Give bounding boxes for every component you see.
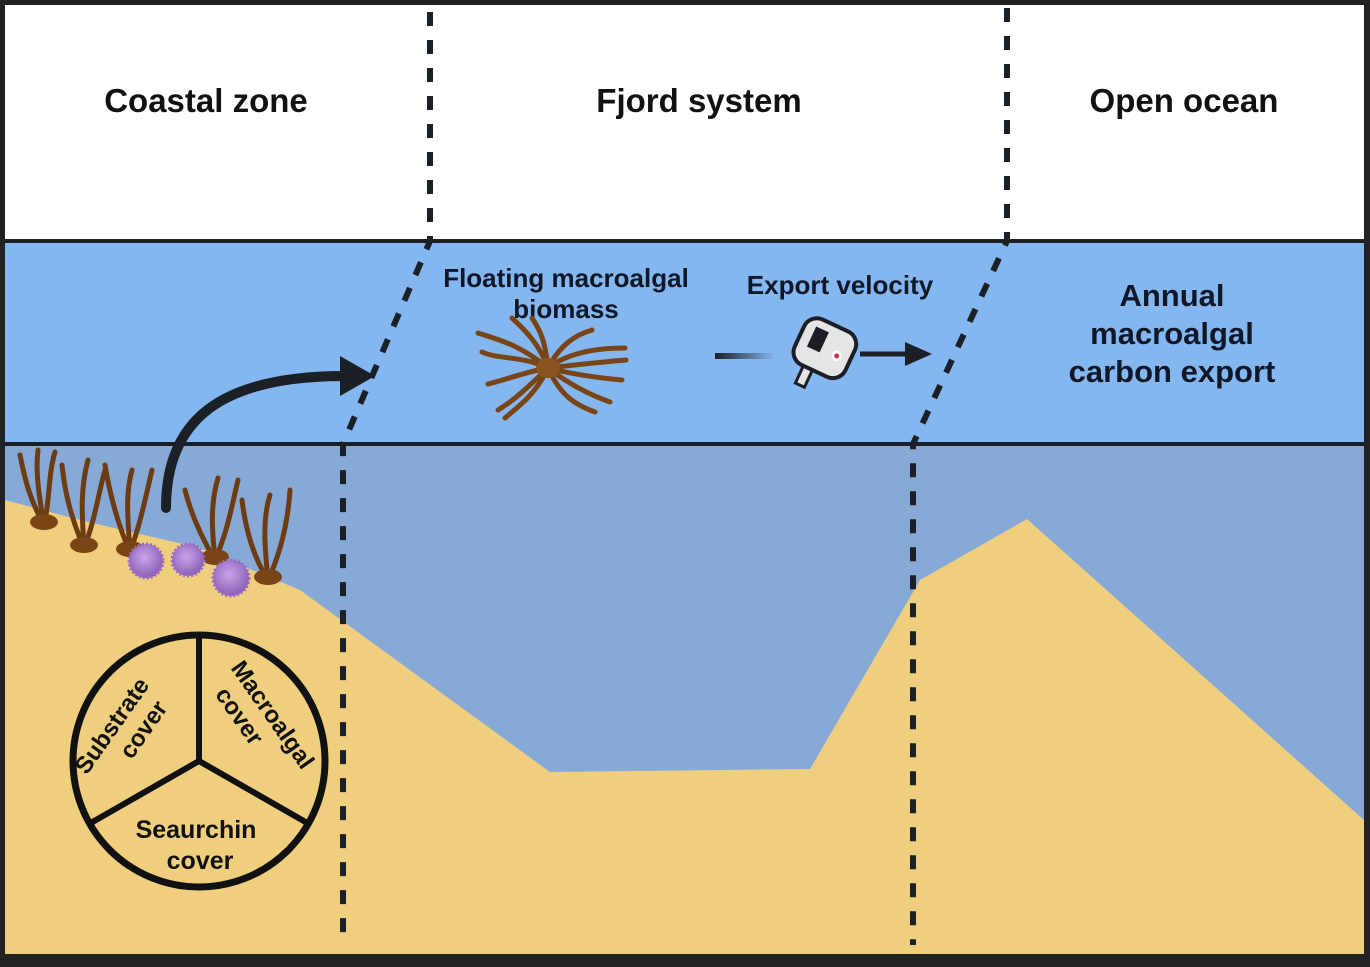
header-band [5, 5, 1364, 241]
export-arrow-icon [860, 342, 932, 366]
zone-title-ocean: Open ocean [1090, 82, 1279, 119]
pie-label-seaurchin-line2: cover [167, 847, 234, 875]
annual-export-label-line3: carbon export [1069, 354, 1276, 389]
kelp-icon [239, 487, 293, 585]
transport-arrow-icon [161, 356, 375, 513]
kelp-icon [17, 447, 58, 530]
pie-segment-seaurchin: Seaurchin cover [136, 816, 257, 875]
zone-divider-fjord-ocean [910, 8, 1010, 945]
zone-title-coastal: Coastal zone [104, 82, 308, 119]
sea-urchin-icon [170, 542, 206, 578]
sea-urchin-icon [211, 558, 251, 598]
kelp-forest [17, 447, 293, 585]
annual-export-label-line2: macroalgal [1090, 316, 1254, 351]
export-velocity-label: Export velocity [747, 270, 934, 300]
surface-water [5, 241, 1364, 444]
zone-divider-coastal-fjord [340, 12, 433, 945]
annual-export-label-line1: Annual [1119, 278, 1224, 313]
sea-urchin-icon [127, 542, 165, 580]
current-meter-icon [715, 316, 859, 390]
floating-biomass-label-line1: Floating macroalgal [443, 263, 689, 293]
floating-biomass-label-line2: biomass [513, 294, 619, 324]
sea-urchins [127, 542, 251, 598]
kelp-icon [59, 457, 108, 553]
zone-title-fjord: Fjord system [596, 82, 801, 119]
pie-label-seaurchin-line1: Seaurchin [136, 816, 257, 844]
kelp-icon [182, 475, 241, 565]
pie-divider-left [87, 758, 201, 827]
pie-divider-right [197, 758, 311, 827]
floating-kelp-icon [475, 315, 629, 421]
